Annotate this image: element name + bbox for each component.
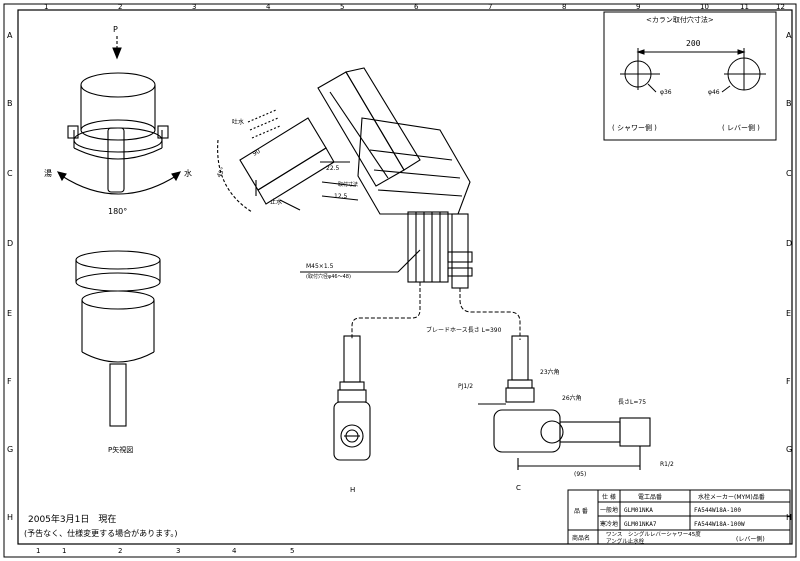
tb-product-note: (レバー側)	[736, 535, 765, 543]
frame-num: 1	[62, 547, 66, 555]
pj-label: PJ1/2	[458, 383, 473, 390]
view-h-caption: H	[350, 486, 355, 494]
tb-product-line2: アングル止水栓	[606, 537, 645, 545]
frame-num: 3	[192, 3, 196, 11]
frame-letter: F	[7, 377, 12, 386]
frame-letter: D	[7, 239, 13, 248]
drawing-frame	[3, 3, 797, 558]
tb-row2-region: 寒冷地	[600, 520, 618, 528]
tb-row2-maker: FA544W18A-100W	[694, 521, 745, 528]
view-c-valve	[478, 335, 651, 470]
date-note: 2005年3月1日 現在	[28, 513, 116, 525]
toisu-label: 吐水	[232, 118, 244, 126]
counter-box-dim: 200	[686, 39, 701, 48]
tb-header-maker: 水栓メーカー(MYM)品番	[698, 493, 765, 501]
hex23-label: 23六角	[540, 368, 560, 376]
dim-225-label: 22.5	[326, 165, 340, 172]
p-view-handle	[75, 250, 161, 427]
dim-95-label: (95)	[574, 471, 586, 478]
rotation-angle-label: 180°	[108, 207, 127, 216]
shisui-label: 止水	[270, 198, 282, 206]
dim-mount-label: 取付寸法	[338, 181, 358, 188]
frame-num: 1	[44, 3, 48, 11]
dim-125-label: 12.5	[334, 193, 348, 200]
frame-letter: D	[786, 239, 792, 248]
hose-length-label: ブレードホース長さ L=390	[426, 326, 502, 334]
faucet-main-body	[217, 67, 473, 289]
r12-label: R1/2	[660, 461, 674, 468]
frame-letter: B	[7, 99, 13, 108]
frame-num: 9	[636, 3, 640, 11]
frame-num: 2	[118, 547, 122, 555]
tb-group-label: 品 番	[574, 508, 588, 515]
frame-right-letters: A B C D E F G H	[786, 31, 792, 522]
frame-num: 7	[488, 3, 492, 11]
view-h-valve	[333, 335, 371, 461]
frame-num: 5	[290, 547, 294, 555]
tb-row1-maker: FA544W18A-100	[694, 507, 741, 514]
counter-left-side: ( シャワー側 )	[612, 123, 657, 132]
p-view-caption: P矢視図	[108, 445, 133, 454]
frame-letter: E	[7, 309, 12, 318]
title-block-text: 仕 様 電工品番 水栓メーカー(MYM)品番 品 番 一般地 GLM01NKA …	[572, 493, 765, 545]
view-c-caption: C	[516, 484, 521, 492]
frame-letter: C	[786, 169, 792, 178]
frame-letter: A	[786, 31, 792, 40]
frame-top-numbers: 1 2 3 4 5 6 7 8 9 10 11 12	[44, 3, 785, 11]
frame-letter: B	[786, 99, 792, 108]
frame-num: 10	[700, 3, 709, 11]
frame-letter: G	[786, 445, 792, 454]
frame-num: 4	[232, 547, 237, 555]
title-block	[567, 489, 791, 545]
tb-product-line1: ワンス シングルレバーシャワー45度	[606, 530, 701, 538]
frame-bottom-numbers: 1 1 2 3 4 5	[36, 547, 294, 555]
counter-hole-box	[603, 11, 777, 141]
frame-letter: H	[786, 513, 792, 522]
counter-right-dia: φ46	[708, 89, 720, 96]
tb-name-label: 商品名	[572, 534, 590, 542]
frame-num: 12	[776, 3, 785, 11]
thread-label: M45×1.5	[306, 263, 334, 270]
cold-side-label: 湯	[44, 168, 52, 178]
frame-num: 11	[740, 3, 749, 11]
frame-letter: F	[786, 377, 791, 386]
change-note: (予告なく、仕様変更する場合があります。)	[24, 528, 177, 538]
frame-num: 1	[36, 547, 40, 555]
frame-letter: H	[7, 513, 13, 522]
frame-letter: A	[7, 31, 13, 40]
frame-letter: E	[786, 309, 791, 318]
frame-letter: C	[7, 169, 13, 178]
angle-45-label: 45°	[216, 166, 227, 179]
frame-letter: G	[7, 445, 13, 454]
frame-left-letters: A B C D E F G H	[7, 31, 13, 522]
tb-row1-region: 一般地	[600, 506, 618, 514]
frame-num: 5	[340, 3, 344, 11]
braided-hoses	[351, 282, 521, 340]
frame-num: 6	[414, 3, 419, 11]
frame-num: 3	[176, 547, 180, 555]
thread-sub-label: (取付穴径φ46～48)	[306, 273, 351, 280]
top-view-handle	[56, 36, 182, 195]
counter-right-side: ( レバー側 )	[722, 123, 760, 132]
counter-box-title: <カラン取付穴寸法>	[646, 15, 714, 24]
counter-left-dia: φ36	[660, 89, 672, 96]
p-arrow-label: P	[113, 25, 118, 34]
tb-row1-denko: GLM01NKA	[624, 507, 653, 514]
hex26-label: 26六角	[562, 394, 582, 402]
frame-num: 8	[562, 3, 566, 11]
frame-num: 2	[118, 3, 122, 11]
tb-header-denko: 電工品番	[638, 494, 662, 501]
dim-90-label: 90	[252, 148, 262, 158]
frame-num: 4	[266, 3, 271, 11]
tb-header-spec: 仕 様	[602, 493, 616, 501]
length-75-label: 長さL=75	[618, 399, 646, 406]
hot-side-label: 水	[184, 168, 192, 178]
tb-row2-denko: GLM01NKA7	[624, 521, 657, 528]
